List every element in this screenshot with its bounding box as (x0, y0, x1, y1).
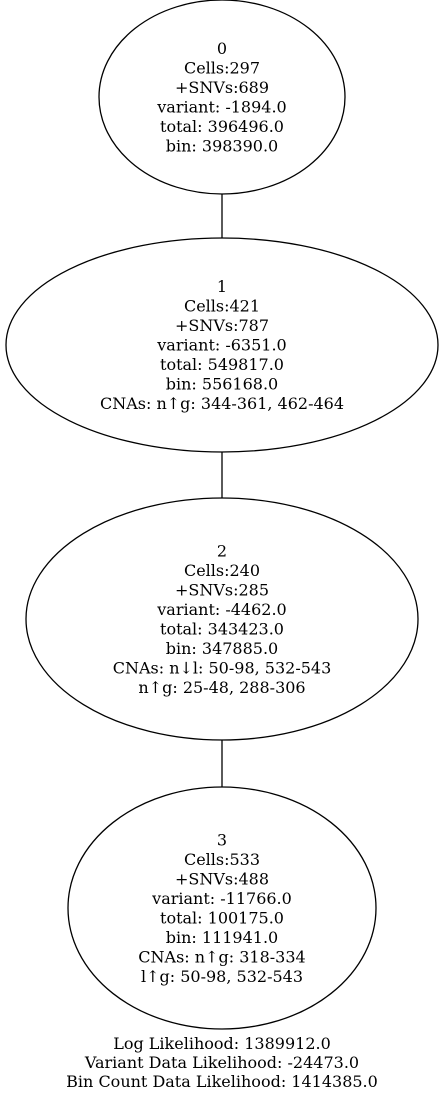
node-0-line-1: Cells:297 (184, 58, 260, 77)
variant-likelihood-text: Variant Data Likelihood: -24473.0 (84, 1053, 359, 1072)
node-1-line-3: variant: -6351.0 (156, 336, 286, 355)
node-3-line-4: total: 100175.0 (160, 908, 284, 927)
likelihood-footer: Log Likelihood: 1389912.0 Variant Data L… (66, 1034, 378, 1091)
node-3-line-5: bin: 111941.0 (166, 928, 278, 947)
node-3-line-7: l↑g: 50-98, 532-543 (141, 967, 303, 986)
node-3-line-0: 3 (217, 830, 227, 849)
node-2-line-3: variant: -4462.0 (156, 600, 286, 619)
node-2-line-4: total: 343423.0 (160, 619, 284, 638)
node-1-line-6: CNAs: n↑g: 344-361, 462-464 (100, 394, 344, 413)
node-0-line-3: variant: -1894.0 (156, 97, 286, 116)
node-1-line-2: +SNVs:787 (175, 316, 269, 335)
node-0-line-0: 0 (217, 39, 227, 58)
node-2-ellipse (25, 497, 419, 741)
node-3-line-1: Cells:533 (184, 850, 260, 869)
node-3-ellipse (67, 786, 377, 1030)
node-0-ellipse (98, 0, 346, 195)
node-0-line-4: total: 396496.0 (160, 117, 284, 136)
node-3-line-2: +SNVs:488 (175, 869, 269, 888)
node-2-line-1: Cells:240 (184, 561, 260, 580)
node-1-line-4: total: 549817.0 (160, 355, 284, 374)
node-2-line-7: n↑g: 25-48, 288-306 (138, 678, 305, 697)
node-0-line-5: bin: 398390.0 (166, 136, 278, 155)
node-2-line-6: CNAs: n↓l: 50-98, 532-543 (113, 658, 332, 677)
node-2-line-0: 2 (217, 541, 227, 560)
node-1-line-0: 1 (217, 277, 227, 296)
node-1-line-1: Cells:421 (184, 297, 260, 316)
node-1-line-5: bin: 556168.0 (166, 375, 278, 394)
node-2-line-2: +SNVs:285 (175, 580, 269, 599)
node-3-line-3: variant: -11766.0 (151, 889, 292, 908)
node-2-line-5: bin: 347885.0 (166, 639, 278, 658)
node-3-line-6: CNAs: n↑g: 318-334 (138, 947, 305, 966)
bin-likelihood-text: Bin Count Data Likelihood: 1414385.0 (66, 1072, 378, 1091)
node-0-line-2: +SNVs:689 (175, 78, 269, 97)
log-likelihood-text: Log Likelihood: 1389912.0 (113, 1034, 331, 1053)
node-1-ellipse (5, 237, 439, 453)
